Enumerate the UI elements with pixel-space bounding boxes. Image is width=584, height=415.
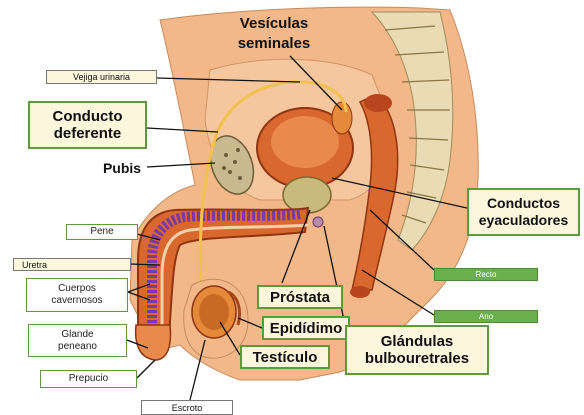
seminal-vesicle <box>332 102 352 134</box>
label-vejiga-urinaria: Vejiga urinaria <box>46 70 157 84</box>
label-glandulas-bulbouretrales: Glándulas bulbouretrales <box>345 325 489 375</box>
anus <box>350 286 370 298</box>
label-glande-peneano: Glande peneano <box>28 324 127 357</box>
label-cuerpos-cavernosos: Cuerpos cavernosos <box>26 278 128 312</box>
label-testiculo: Testículo <box>240 345 330 369</box>
label-conductos-eyaculadores: Conductos eyaculadores <box>467 188 580 236</box>
bulbourethral-gland <box>313 217 323 227</box>
testis-inner <box>199 294 229 330</box>
label-prostata: Próstata <box>257 285 343 309</box>
label-ano: Ano <box>434 310 538 323</box>
label-conducto-deferente: Conducto deferente <box>28 101 147 149</box>
label-prepucio: Prepucio <box>40 370 137 388</box>
label-pubis: Pubis <box>97 158 147 178</box>
label-recto: Recto <box>434 268 538 281</box>
label-escroto: Escroto <box>141 400 233 415</box>
glans <box>136 325 171 360</box>
bladder-inner <box>271 116 339 168</box>
rectum-top <box>364 94 392 112</box>
label-epididimo: Epidídimo <box>262 316 350 340</box>
label-uretra: Uretra <box>13 258 131 271</box>
label-pene: Pene <box>66 224 138 240</box>
label-vesiculas-seminales: Vesículas seminales <box>218 12 330 56</box>
